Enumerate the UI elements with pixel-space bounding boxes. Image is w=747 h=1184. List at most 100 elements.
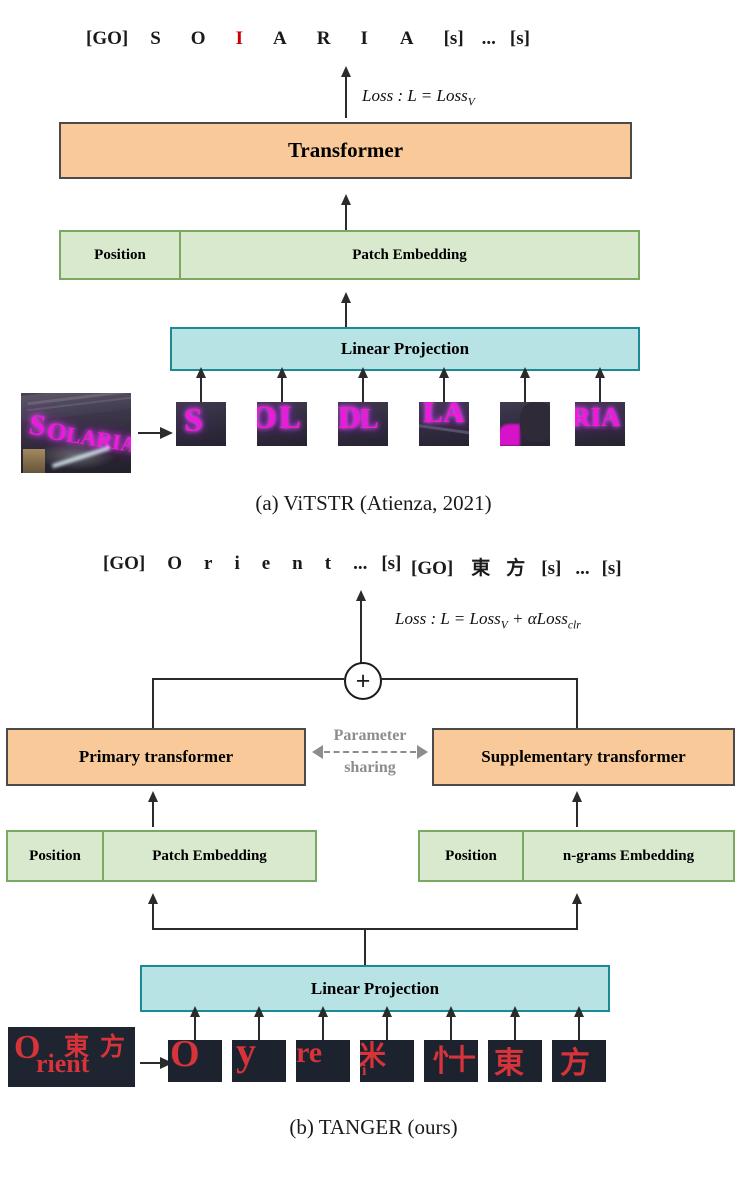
panel-b-left-position-cell: Position xyxy=(8,832,104,880)
panel-b-linear-projection-box: Linear Projection xyxy=(140,965,610,1012)
panel-b-patch: 東 xyxy=(488,1040,542,1082)
panel-b-right-token: [GO] xyxy=(411,558,454,579)
panel-a-token: O xyxy=(190,28,206,49)
panel-a-loss-rhs-sub: V xyxy=(467,95,475,109)
parameter-sharing-dash xyxy=(324,751,416,754)
panel-b-left-token: i xyxy=(234,553,240,574)
panel-b-source-arrow-shaft xyxy=(140,1062,162,1064)
panel-b-patch-arrow-shaft xyxy=(194,1014,196,1040)
panel-a-token: [s] xyxy=(509,28,530,49)
panel-b-loss-term2: Loss xyxy=(536,609,568,628)
panel-a-patch-arrow-head xyxy=(196,367,206,378)
panel-b-left-token: [GO] xyxy=(103,553,146,574)
panel-b-patch-arrow-head xyxy=(510,1006,520,1017)
panel-a-position-cell: Position xyxy=(61,232,181,278)
panel-a-output-arrow-head xyxy=(341,66,351,77)
parameter-sharing-arrow xyxy=(312,745,428,760)
panel-a-loss-eq: = xyxy=(416,86,437,105)
panel-a-linear-projection-label: Linear Projection xyxy=(340,339,470,358)
panel-a-patch-arrow-shaft xyxy=(599,375,601,402)
panel-b-loss-formula: Loss : L = LossV + αLossclr xyxy=(395,609,581,631)
panel-b-loss-term2-sub: clr xyxy=(567,618,581,632)
panel-b-left-embedding-row: Position Patch Embedding xyxy=(6,830,317,882)
panel-a-source-image: S O LARIA xyxy=(21,393,131,473)
panel-a-patch: O L xyxy=(257,402,307,446)
panel-b-merge-bus-right xyxy=(380,678,578,680)
panel-b-right-embedding-arrow-head xyxy=(572,791,582,802)
panel-b-right-token: 方 xyxy=(506,558,526,579)
panel-b-loss-eq: = xyxy=(449,609,470,628)
panel-a-transformer-label: Transformer xyxy=(287,138,404,162)
panel-a-patch-arrow-shaft xyxy=(281,375,283,402)
panel-a-source-arrow-head xyxy=(160,427,173,439)
panel-b-parameter-sharing: Parameter sharing xyxy=(312,727,428,778)
panel-a-transformer-box: Transformer xyxy=(59,122,632,179)
panel-b-caption: (b) TANGER (ours) xyxy=(289,1115,458,1139)
panel-b-patch-arrow-head xyxy=(382,1006,392,1017)
parameter-sharing-line1: Parameter xyxy=(333,727,407,744)
panel-a-patch-arrow-head xyxy=(520,367,530,378)
panel-b-merge-node: + xyxy=(344,662,382,700)
panel-a-patch-arrow-shaft xyxy=(362,375,364,402)
panel-b-split-riser-left xyxy=(152,901,154,929)
panel-b-patch: O xyxy=(168,1040,222,1082)
panel-b-ngrams-embedding-label: n-grams Embedding xyxy=(562,847,695,864)
panel-a-token: S xyxy=(150,28,161,49)
panel-b-neon-cjk1: 東 xyxy=(64,1034,90,1061)
panel-b-supplementary-transformer-label: Supplementary transformer xyxy=(481,747,686,766)
panel-b-loss-term1: Loss xyxy=(469,609,501,628)
panel-b-loss-colon: : xyxy=(426,609,441,628)
panel-b-left-token: n xyxy=(292,553,303,574)
panel-b-merge-symbol: + xyxy=(355,666,371,695)
panel-b-loss-plus: + xyxy=(507,609,528,628)
panel-b-patch-arrow-shaft xyxy=(322,1014,324,1040)
panel-b-left-token: e xyxy=(261,553,271,574)
panel-b-patch-embedding-cell: Patch Embedding xyxy=(104,832,315,880)
panel-b-left-embedding-arrow-shaft xyxy=(152,800,154,827)
panel-b-merge-drop-right xyxy=(576,678,578,728)
panel-b-loss-term1-sub: V xyxy=(500,618,508,632)
panel-b-merge-drop-left xyxy=(152,678,154,728)
panel-b-patch-embedding-label: Patch Embedding xyxy=(152,847,267,864)
panel-a-patch-arrow-shaft xyxy=(443,375,445,402)
panel-b-patch-arrow-shaft xyxy=(386,1014,388,1040)
panel-a-patch-arrow-head xyxy=(439,367,449,378)
panel-b-patch: 忄 十 xyxy=(424,1040,478,1082)
panel-b-neon-cjk2: 方 xyxy=(100,1034,126,1061)
panel-b-right-token: [s] xyxy=(601,558,622,579)
panel-a-token: I xyxy=(235,28,243,49)
panel-a-token: [GO] xyxy=(86,28,129,49)
panel-a-patch-embedding-cell: Patch Embedding xyxy=(181,232,638,278)
panel-a-patch: S xyxy=(176,402,226,446)
panel-a-loss-formula: Loss : L = LossV xyxy=(362,86,475,108)
panel-b-left-embedding-arrow-head xyxy=(148,791,158,802)
panel-b-merge-bus-left xyxy=(152,678,344,680)
panel-b-patch-arrow-shaft xyxy=(450,1014,452,1040)
panel-b-output-sequence-right: [GO]東方[s]...[s] xyxy=(411,553,622,580)
panel-a-patch-arrow-shaft xyxy=(200,375,202,402)
panel-a-token: A xyxy=(399,28,414,49)
panel-b-linear-projection-label: Linear Projection xyxy=(310,978,440,998)
parameter-sharing-line2: sharing xyxy=(344,759,396,777)
panel-a-caption: (a) ViTSTR (Atienza, 2021) xyxy=(255,491,492,515)
panel-b-patch-arrow-head xyxy=(446,1006,456,1017)
panel-b-ngrams-embedding-cell: n-grams Embedding xyxy=(524,832,733,880)
panel-b-patch-arrow-head xyxy=(254,1006,264,1017)
panel-a-patch-arrow-head xyxy=(358,367,368,378)
panel-a-embedding-arrow-head xyxy=(341,194,351,205)
panel-a-loss-rhs: Loss xyxy=(436,86,468,105)
panel-a-patch: RIA xyxy=(575,402,625,446)
panel-b-supplementary-transformer-box: Supplementary transformer xyxy=(432,728,735,786)
panel-b-patch-arrow-head xyxy=(574,1006,584,1017)
panel-b-output-arrow-head xyxy=(356,590,366,601)
panel-a-token: R xyxy=(316,28,331,49)
panel-a-token: I xyxy=(360,28,368,49)
panel-b-loss-text: Loss xyxy=(395,609,427,628)
panel-a-source-arrow-shaft xyxy=(138,432,162,434)
panel-b-loss-lhs: L xyxy=(440,609,450,628)
panel-a-patch: LA xyxy=(419,402,469,446)
panel-a-loss-colon: : xyxy=(393,86,408,105)
panel-b-left-token: ... xyxy=(353,553,368,574)
panel-a-linear-projection-box: Linear Projection xyxy=(170,327,640,371)
